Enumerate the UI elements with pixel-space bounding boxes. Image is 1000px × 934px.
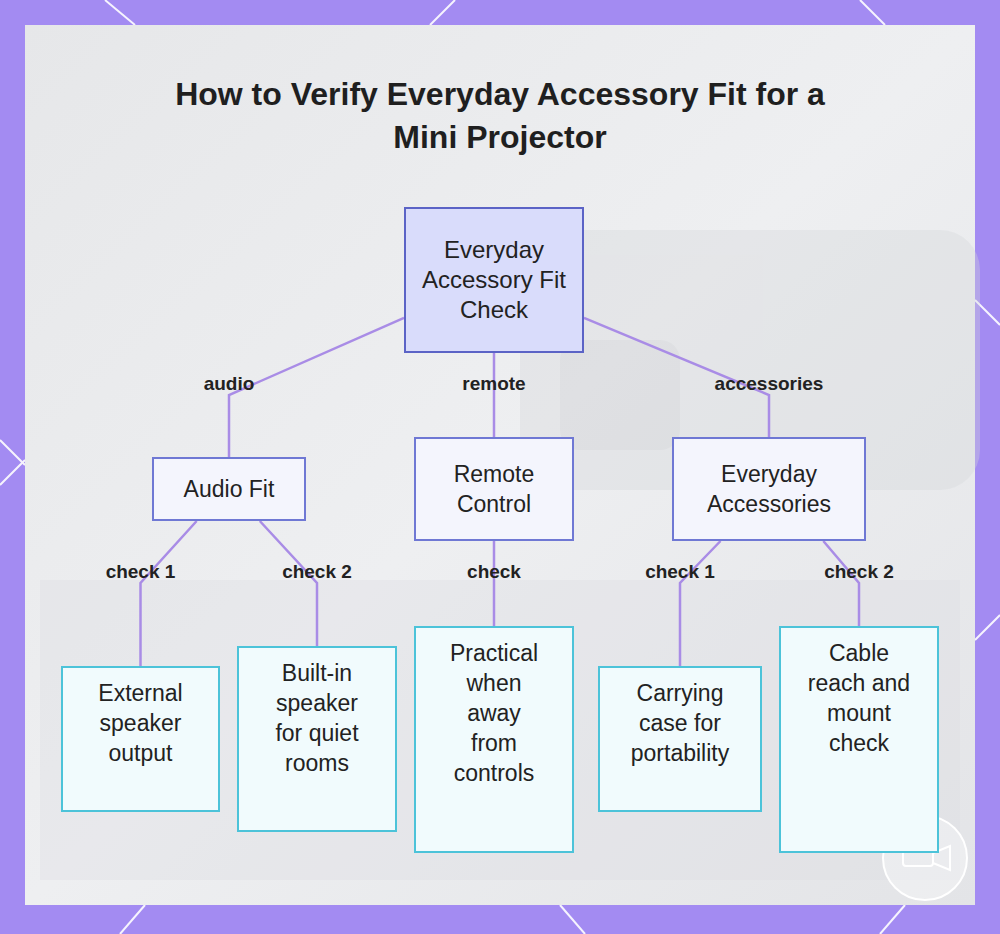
check-box: Cable reach and mount check (779, 626, 939, 853)
content-panel (25, 25, 975, 905)
connector-line (229, 318, 404, 457)
edge-label: check 2 (824, 561, 894, 583)
check-box: External speaker output (61, 666, 220, 812)
connector-line (141, 521, 197, 666)
edge-label: check 2 (282, 561, 352, 583)
edge-label: check 1 (106, 561, 176, 583)
category-box: Audio Fit (152, 457, 306, 521)
node-text: Built-in speaker for quiet rooms (261, 658, 373, 778)
photo-shape (560, 340, 680, 450)
frame-line (430, 0, 455, 25)
check-box: Practical when away from controls (414, 626, 574, 853)
title-row: How to Verify Everyday Accessory Fit for… (0, 73, 1000, 159)
connector-line (493, 353, 496, 437)
photo-shape (40, 580, 960, 880)
frame-line (880, 905, 905, 934)
connector-line (680, 541, 721, 666)
connector-line (260, 521, 317, 646)
edge-label: accessories (715, 373, 824, 395)
category-box: Remote Control (414, 437, 574, 541)
edge-label: remote (462, 373, 525, 395)
node-text: Everyday Accessory Fit Check (420, 235, 568, 325)
node-text: External speaker output (73, 678, 208, 768)
edge-label: check 1 (645, 561, 715, 583)
diagram-title: How to Verify Everyday Accessory Fit for… (170, 73, 830, 159)
node-text: Carrying case for portability (622, 678, 738, 768)
node-text: Audio Fit (184, 474, 275, 504)
frame-line (105, 0, 135, 25)
node-text: Remote Control (430, 459, 558, 519)
connector-line (823, 541, 859, 626)
frame-line (860, 0, 885, 25)
edge-label: audio (204, 373, 255, 395)
frame-line (120, 905, 145, 934)
frame-line (0, 440, 25, 465)
frame-line (0, 460, 25, 485)
node-text: Everyday Accessories (686, 459, 852, 519)
check-box: Built-in speaker for quiet rooms (237, 646, 397, 832)
frame-line (975, 615, 1000, 640)
frame-line (560, 905, 585, 934)
edge-label: check (467, 561, 521, 583)
node-text: Practical when away from controls (446, 638, 542, 788)
category-box: Everyday Accessories (672, 437, 866, 541)
connector-line (493, 541, 496, 626)
root-box: Everyday Accessory Fit Check (404, 207, 584, 353)
node-text: Cable reach and mount check (806, 638, 912, 758)
check-box: Carrying case for portability (598, 666, 762, 812)
